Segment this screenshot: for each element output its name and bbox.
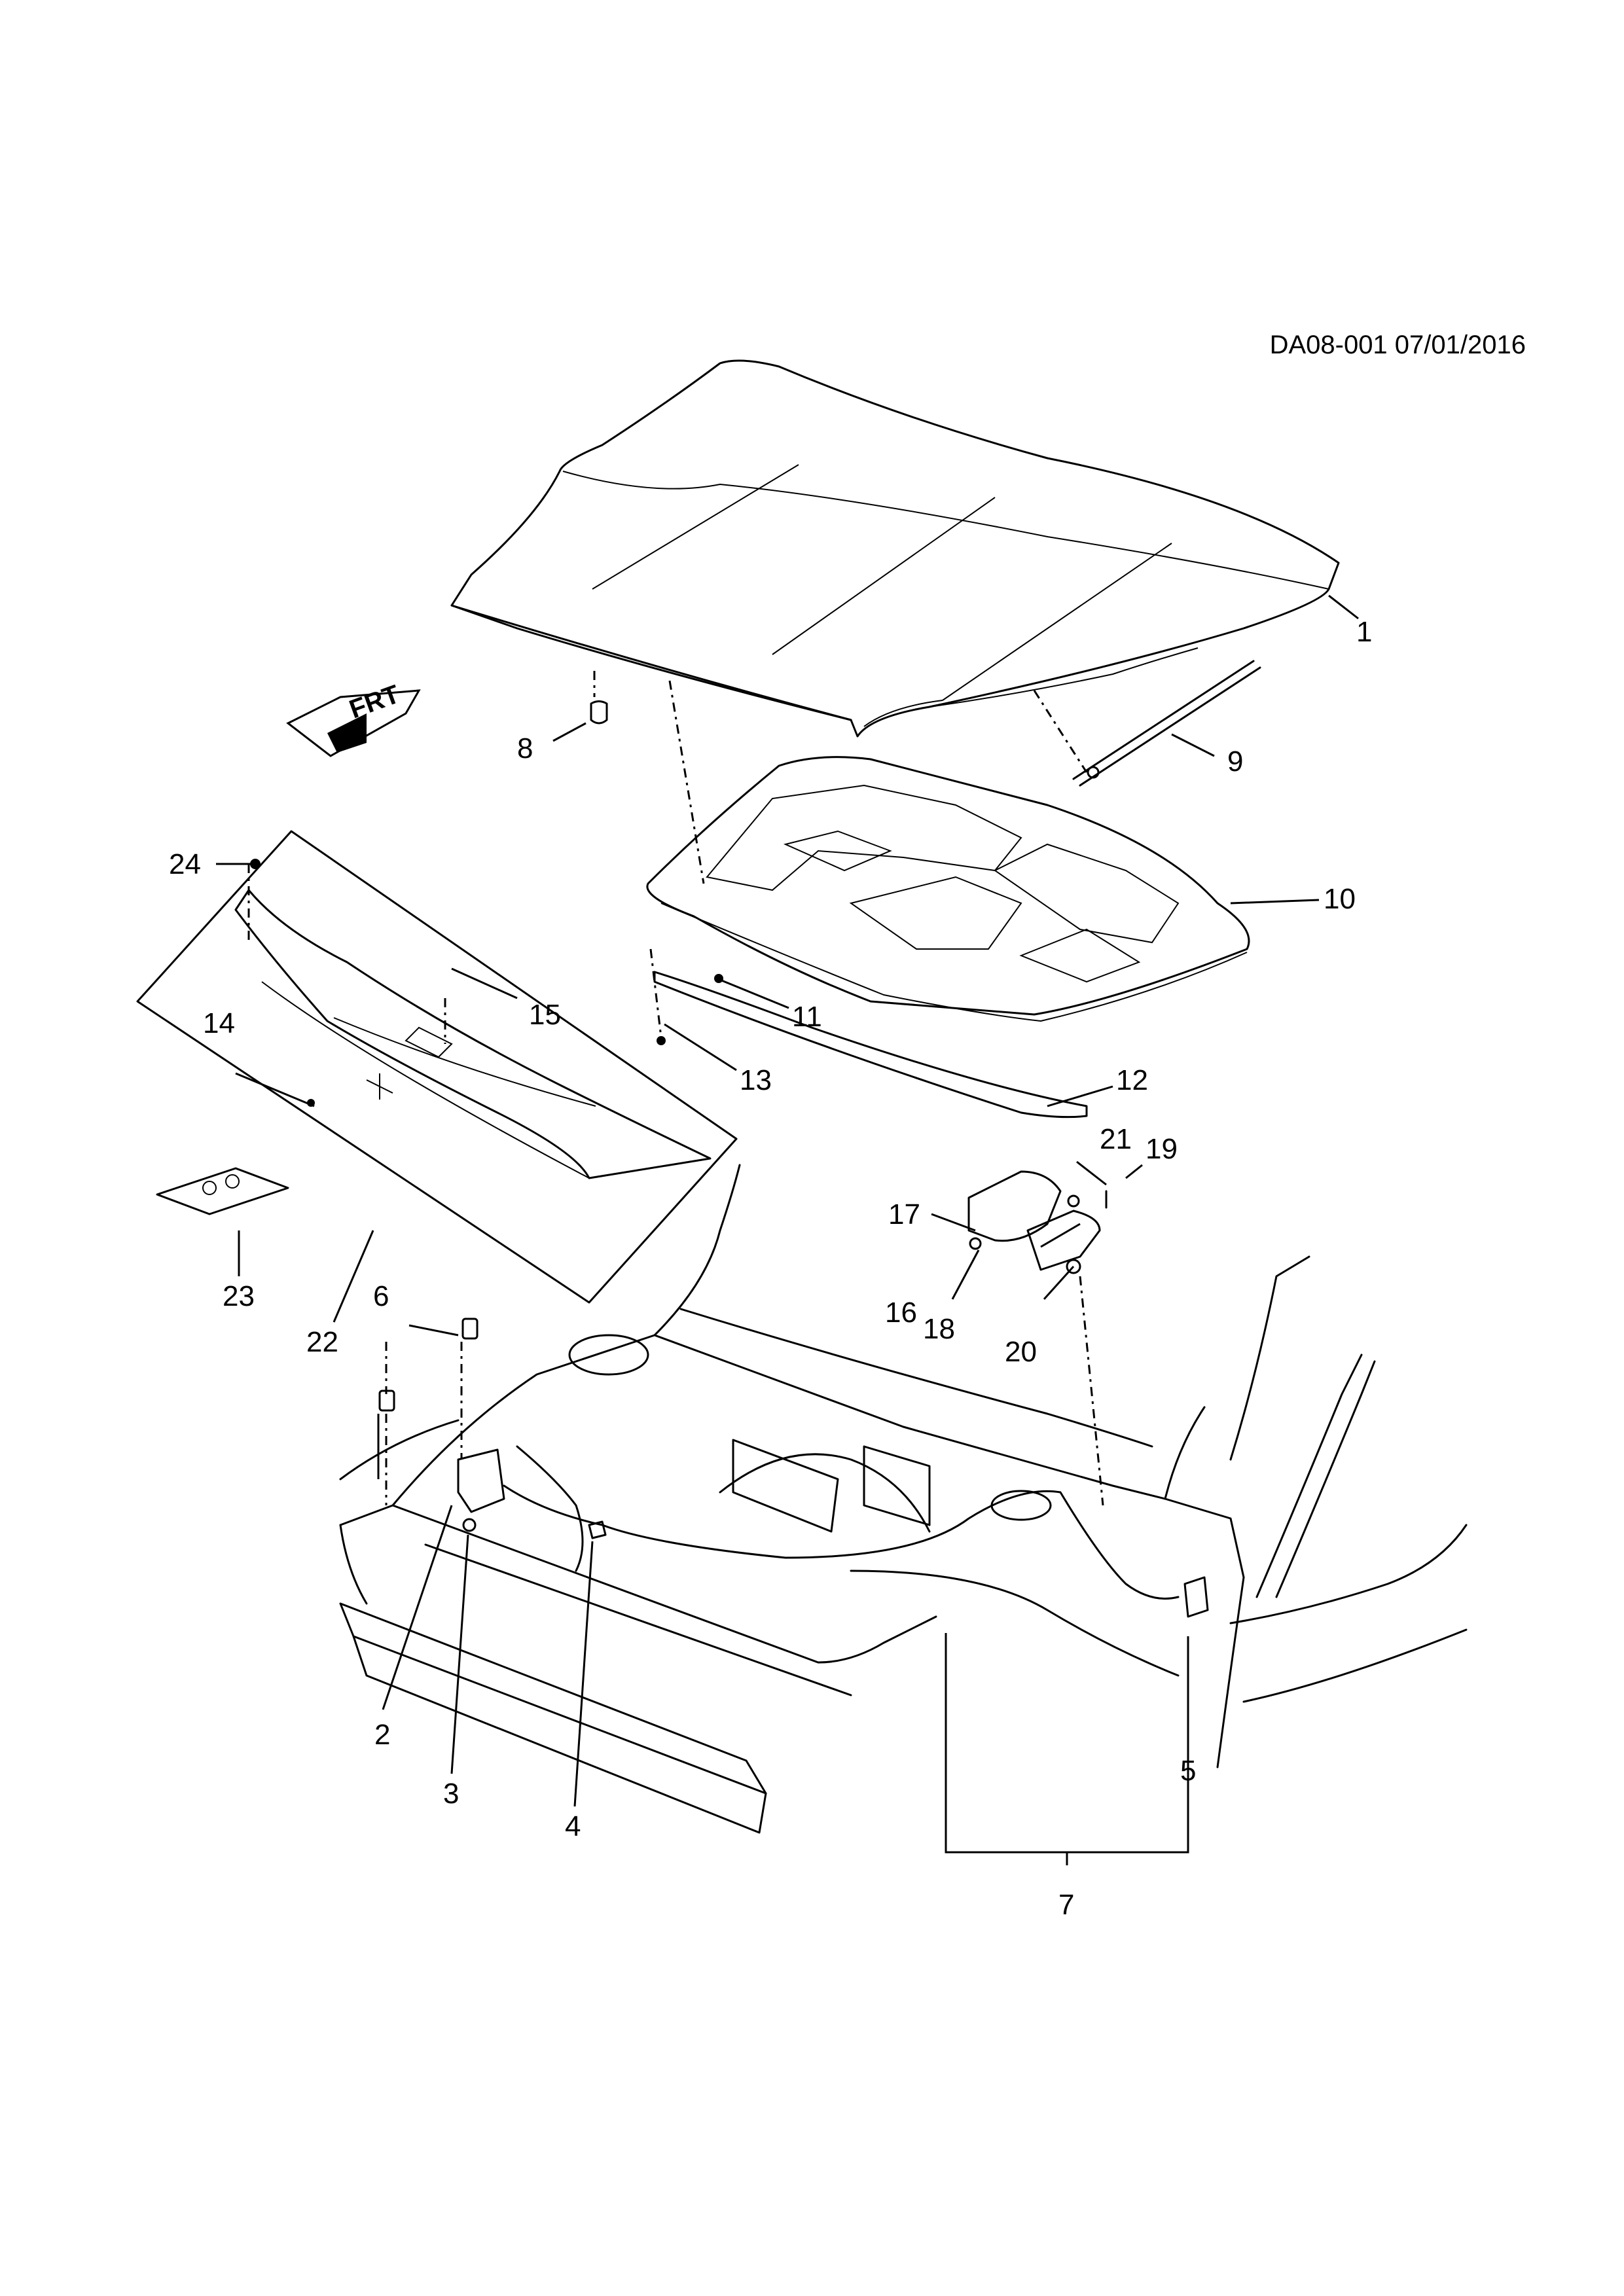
callout-12: 12 (1116, 1064, 1148, 1096)
callout-labels: 1 2 3 4 5 6 7 8 9 10 11 12 13 14 15 16 1… (169, 616, 1372, 1921)
hood-hinge-assembly[interactable] (967, 1170, 1108, 1274)
a-pillar (1255, 1354, 1363, 1598)
callout-13: 13 (740, 1064, 772, 1096)
callout-22: 22 (306, 1326, 338, 1358)
callout-18: 18 (923, 1313, 955, 1345)
hood-release-handle[interactable] (1183, 1576, 1209, 1618)
hood-latch[interactable] (457, 1448, 505, 1513)
callout-15: 15 (529, 999, 561, 1031)
callout-23: 23 (223, 1280, 255, 1312)
hood-panel[interactable] (450, 359, 1340, 738)
a-pillar-inner (1275, 1360, 1376, 1598)
front-direction-arrow-icon: FRT (286, 680, 421, 757)
callout-20: 20 (1005, 1336, 1037, 1368)
callout-24: 24 (169, 848, 201, 880)
callout-8: 8 (517, 732, 533, 764)
callout-11: 11 (792, 1001, 822, 1033)
latch-bolt[interactable] (462, 1518, 477, 1532)
front-bumper-beam-lower (352, 1635, 767, 1834)
callout-10: 10 (1324, 883, 1356, 915)
hood-bumpers[interactable] (378, 1318, 478, 1412)
front-bumper-beam (339, 1602, 767, 1795)
callout-17: 17 (888, 1198, 920, 1230)
callout-1: 1 (1356, 616, 1372, 648)
hood-release-cable[interactable] (503, 1484, 1180, 1600)
cable-clip[interactable] (588, 1520, 607, 1539)
callout-6: 6 (373, 1280, 389, 1312)
callout-14: 14 (203, 1007, 235, 1039)
engine-compartment-structure (339, 1164, 1468, 1768)
hood-gas-strut[interactable] (1072, 660, 1261, 787)
dash-guide-lines (247, 671, 1104, 1506)
cowl-panel-group[interactable] (136, 830, 738, 1304)
callout-21: 21 (1100, 1123, 1132, 1155)
leader-lines (216, 594, 1359, 1865)
hood-seal[interactable] (653, 971, 1088, 1119)
decal-label[interactable] (156, 1167, 289, 1215)
callout-9: 9 (1227, 745, 1243, 778)
hood-bumper[interactable] (590, 700, 608, 725)
callout-19: 19 (1146, 1133, 1178, 1165)
fastener-dots (250, 859, 723, 1107)
callout-5: 5 (1180, 1755, 1196, 1787)
callout-3: 3 (443, 1778, 459, 1810)
callout-7: 7 (1058, 1889, 1074, 1921)
callout-4: 4 (565, 1810, 581, 1842)
hood-insulator[interactable] (646, 756, 1250, 1022)
diagram-reference: DA08-001 07/01/2016 (1269, 331, 1526, 359)
callout-16: 16 (885, 1297, 917, 1329)
callout-2: 2 (374, 1719, 390, 1751)
